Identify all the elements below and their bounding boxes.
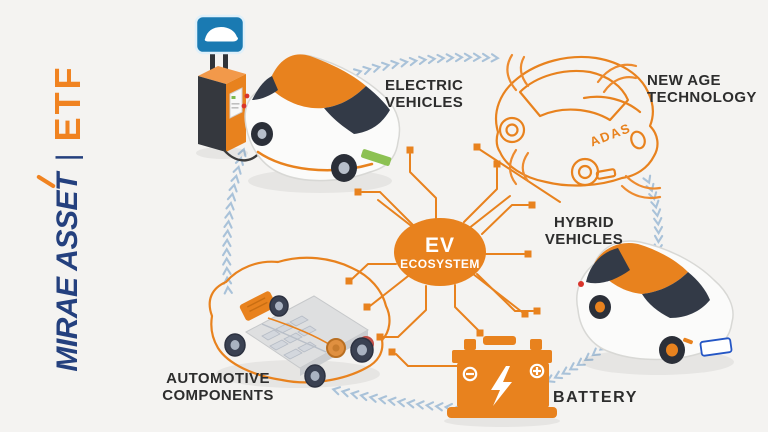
battery-icon	[447, 336, 557, 418]
chevron-arrow-icon	[222, 266, 232, 276]
chevron-arrow-icon	[648, 191, 658, 201]
chevron-arrow-icon	[225, 201, 235, 211]
chevron-arrow-icon	[223, 219, 233, 229]
chevron-arrow-icon	[221, 247, 232, 257]
chassis-illustration	[208, 256, 391, 388]
front-plate	[595, 168, 617, 180]
green-number-plate	[361, 149, 392, 166]
chevron-arrow-icon	[651, 208, 662, 218]
chevron-arrow-icon	[653, 225, 664, 236]
number-plate	[699, 337, 733, 357]
chevron-arrow-icon	[427, 54, 437, 65]
electric-car-illustration	[241, 54, 401, 182]
chevron-arrow-icon	[368, 393, 378, 403]
chevron-arrow-icon	[445, 53, 455, 63]
chevron-arrow-icon	[576, 357, 586, 366]
chevron-arrow-icon	[490, 53, 500, 63]
chevron-arrow-icon	[362, 65, 373, 75]
chevron-arrow-icon	[224, 210, 234, 220]
chevron-arrow-icon	[434, 402, 444, 412]
hub-title: EV	[425, 234, 455, 257]
lightning-bolt-icon	[491, 366, 512, 406]
electric-car-windshield	[324, 86, 390, 134]
component-box	[239, 291, 277, 321]
chassis-wheels	[224, 295, 374, 388]
hub-subtitle: ECOSYSTEM	[400, 257, 480, 271]
chevron-arrow-icon	[387, 396, 397, 406]
chevron-arrow-icon	[650, 199, 660, 210]
chevron-arrow-icon	[424, 401, 435, 411]
chevron-arrow-icon	[454, 52, 464, 63]
chevron-arrow-icon	[349, 390, 360, 400]
radar-signal-arcs	[506, 53, 662, 200]
chevron-arrow-icon	[390, 59, 400, 70]
hybrid-car-illustration	[576, 240, 734, 364]
chevron-arrow-icon	[352, 68, 363, 78]
headlight	[630, 130, 646, 150]
label-hybrid-vehicles: HYBRID VEHICLES	[544, 214, 624, 248]
chevron-arrow-icon	[377, 395, 388, 405]
chevron-arrow-icon	[583, 352, 594, 362]
chevron-arrow-icon	[472, 52, 482, 62]
chevron-arrow-icon	[481, 52, 491, 63]
chevron-arrow-icon	[560, 366, 571, 375]
electric-car-roof	[268, 54, 366, 109]
chevron-arrow-icon	[228, 182, 238, 193]
chevron-arrow-icon	[653, 234, 664, 244]
hybrid-car-windshield	[642, 272, 710, 318]
label-battery: BATTERY	[553, 389, 638, 406]
brand-wordmark: MIRAE ASSET	[36, 173, 85, 372]
chevron-arrow-icon	[222, 228, 232, 238]
chevron-arrow-icon	[408, 56, 419, 67]
chevron-arrow-icon	[399, 58, 410, 68]
chevron-arrow-icon	[232, 165, 242, 175]
chevron-arrow-icon	[418, 55, 428, 65]
label-new-age-technology: NEW AGE TECHNOLOGY	[647, 72, 757, 106]
adas-badge: ADAS	[588, 120, 633, 149]
label-electric-vehicles: ELECTRIC VEHICLES	[385, 77, 464, 111]
hub: EV ECOSYSTEM	[394, 218, 486, 286]
chevron-arrow-icon	[415, 400, 425, 410]
chevron-arrow-icon	[591, 347, 601, 357]
chevron-arrow-icon	[436, 53, 446, 64]
chevron-arrow-icon	[653, 217, 663, 227]
chevron-arrow-icon	[553, 370, 564, 380]
chassis-shadow	[216, 360, 380, 388]
dotted-cycle-ring	[221, 52, 664, 413]
chevron-arrow-icon	[463, 52, 473, 62]
chevron-arrow-icon	[223, 285, 233, 295]
station-shadow	[196, 147, 248, 159]
circuit-traces	[345, 143, 561, 367]
chevron-arrow-icon	[359, 391, 369, 402]
chevron-arrow-icon	[371, 63, 382, 73]
chevron-arrow-icon	[226, 191, 237, 202]
chevron-arrow-icon	[230, 173, 240, 184]
chevron-arrow-icon	[237, 147, 247, 158]
chevron-arrow-icon	[340, 388, 351, 398]
chevron-arrow-icon	[642, 174, 652, 185]
etf-wordmark: ETF	[47, 64, 88, 142]
chevron-arrow-icon	[331, 386, 341, 396]
chevron-arrow-icon	[234, 156, 244, 166]
chevron-arrow-icon	[222, 256, 232, 266]
label-automotive-components: AUTOMOTIVE COMPONENTS	[162, 370, 274, 404]
car-glyph-icon	[204, 27, 238, 42]
chevron-arrow-icon	[568, 362, 579, 371]
chevron-arrow-icon	[396, 398, 406, 408]
chevron-arrow-icon	[405, 399, 416, 409]
charging-station-illustration	[194, 14, 270, 162]
chevron-arrow-icon	[381, 61, 391, 71]
logo-divider: |	[51, 153, 84, 162]
mirae-asset-etf-logo: MIRAE ASSET | ETF	[36, 38, 94, 398]
chevron-arrow-icon	[222, 237, 232, 248]
